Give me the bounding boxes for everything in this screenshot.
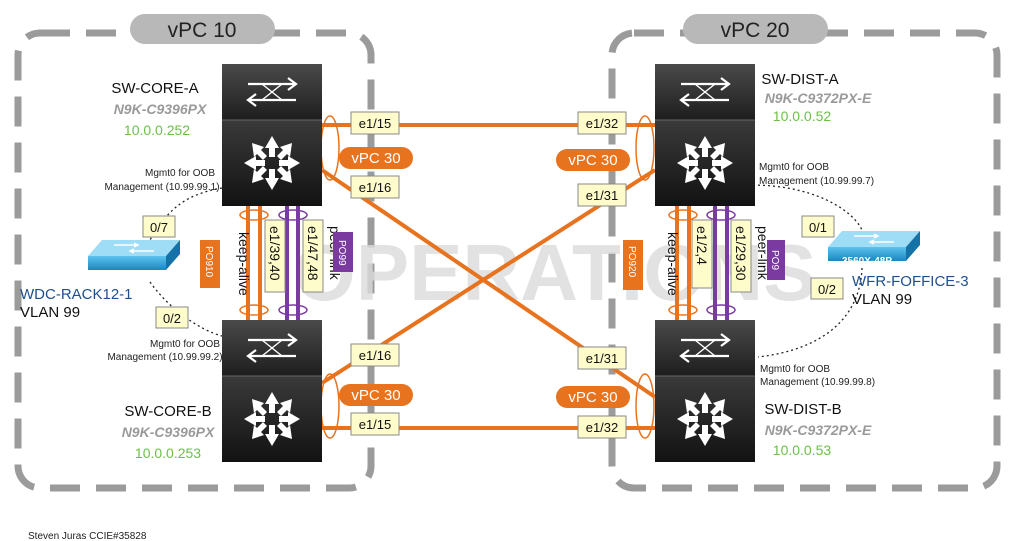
sw-core-a-model: N9K-C9396PX (114, 101, 208, 117)
dist-peer-links (668, 205, 736, 320)
svg-text:e1/15: e1/15 (359, 417, 392, 432)
sw-dist-b-name: SW-DIST-B (764, 401, 841, 418)
oob-left-vlan: VLAN 99 (20, 304, 80, 321)
vpc30-dist-b-pill: vPC 30 (556, 386, 630, 408)
svg-text:keep-alive: keep-alive (236, 232, 252, 296)
port-core-b-e1-16: e1/16 (350, 343, 400, 367)
oob-right-port-bottom: 0/2 (810, 277, 844, 300)
oob-right-port-top: 0/1 (801, 215, 835, 238)
port-core-b-e1-15: e1/15 (350, 412, 400, 436)
svg-text:0/2: 0/2 (163, 311, 181, 326)
svg-text:vPC 30: vPC 30 (351, 150, 400, 167)
svg-text:e1/31: e1/31 (586, 188, 619, 203)
oob-left-model: 3560G-24P (101, 272, 152, 283)
core-po99-badge: PO99 (333, 232, 353, 272)
watermark: OPERATIONS (293, 228, 816, 317)
svg-text:PO9: PO9 (769, 250, 780, 270)
oob-left-port-top: 0/7 (142, 215, 176, 238)
svg-text:0/2: 0/2 (818, 282, 836, 297)
sw-core-a-name: SW-CORE-A (111, 80, 198, 97)
sw-dist-a-model: N9K-C9372PX-E (765, 90, 872, 106)
mgmt-link-dist-b (757, 267, 863, 358)
svg-text:e1/47,48: e1/47,48 (305, 226, 321, 281)
oob-right-vlan: VLAN 99 (852, 291, 912, 308)
svg-text:e1/15: e1/15 (359, 116, 392, 131)
mgmt-core-b-line2: Management (10.99.99.2) (107, 352, 222, 363)
mgmt-link-core-a (149, 187, 223, 241)
mgmt-dist-b-line2: Management (10.99.99.8) (760, 377, 875, 388)
mgmt-core-a-line2: Management (10.99.99.1) (104, 182, 219, 193)
port-core-a-e1-16: e1/16 (350, 175, 400, 199)
port-dist-a-e1-32: e1/32 (577, 111, 627, 135)
core-peerlink-ports: e1/47,48 (302, 219, 324, 293)
vpc10-title: vPC 10 (130, 14, 275, 44)
svg-text:e1/29,30: e1/29,30 (733, 226, 749, 281)
dist-keepalive-ports: e1/2,4 (691, 219, 713, 289)
sw-dist-a-icon (653, 62, 757, 208)
sw-core-b-icon (220, 318, 324, 464)
vpc30-core-a-pill: vPC 30 (339, 147, 413, 169)
oob-left-name: WDC-RACK12-1 (20, 286, 133, 303)
svg-text:PO99: PO99 (336, 240, 347, 266)
oob-right-model: 3560X-48P (842, 256, 892, 267)
mgmt-dist-b-line1: Mgmt0 for OOB (760, 364, 830, 375)
mgmt-dist-a-line1: Mgmt0 for OOB (759, 162, 829, 173)
core-po910-badge: PO910 (200, 240, 220, 288)
sw-dist-b-icon (653, 318, 757, 464)
sw-core-a-ip: 10.0.0.252 (124, 122, 190, 138)
vpc30-dist-a-ellipse (635, 115, 655, 181)
dist-po9-badge: PO9 (767, 240, 785, 280)
mgmt-link-dist-a (732, 184, 863, 231)
svg-text:vPC 20: vPC 20 (721, 19, 790, 42)
vpc20-domain-border (608, 29, 1001, 492)
sw-core-a-icon (220, 62, 324, 208)
core-keepalive-label: keep-alive (236, 232, 252, 296)
dist-keepalive-label: keep-alive (665, 232, 681, 296)
vpc20-title: vPC 20 (683, 14, 828, 44)
dist-po920-badge: PO920 (623, 240, 643, 290)
sw-dist-a-ip: 10.0.0.52 (773, 108, 832, 124)
credit: Steven Juras CCIE#35828 (28, 531, 147, 541)
svg-text:e1/31: e1/31 (586, 351, 619, 366)
mgmt-core-a-line1: Mgmt0 for OOB (145, 168, 215, 179)
port-dist-b-e1-31: e1/31 (577, 346, 627, 370)
svg-text:e1/16: e1/16 (359, 348, 392, 363)
sw-core-b-model: N9K-C9396PX (122, 424, 216, 440)
oob-switch-left-icon (87, 239, 181, 271)
svg-text:e1/32: e1/32 (586, 420, 619, 435)
sw-core-b-ip: 10.0.0.253 (135, 445, 201, 461)
port-dist-a-e1-31: e1/31 (577, 183, 627, 207)
mgmt-core-b-line1: Mgmt0 for OOB (150, 339, 220, 350)
svg-text:e1/2,4: e1/2,4 (694, 226, 710, 265)
sw-core-b-name: SW-CORE-B (124, 403, 211, 420)
svg-text:vPC 30: vPC 30 (351, 387, 400, 404)
sw-dist-a-name: SW-DIST-A (761, 71, 838, 88)
core-keepalive-ports: e1/39,40 (264, 219, 286, 293)
vpc30-dist-a-pill: vPC 30 (556, 149, 630, 171)
svg-text:e1/39,40: e1/39,40 (267, 226, 283, 281)
vpc30-core-b-pill: vPC 30 (339, 384, 413, 406)
sw-dist-b-ip: 10.0.0.53 (773, 442, 832, 458)
mgmt-dist-a-line2: Management (10.99.99.7) (759, 176, 874, 187)
dist-peerlink-ports: e1/29,30 (730, 219, 752, 293)
oob-left-port-bottom: 0/2 (155, 306, 189, 329)
port-dist-b-e1-32: e1/32 (577, 415, 627, 439)
svg-text:vPC 30: vPC 30 (568, 389, 617, 406)
svg-text:PO920: PO920 (626, 246, 637, 278)
svg-text:0/7: 0/7 (150, 220, 168, 235)
oob-right-name: WFR-FOFFICE-3 (852, 273, 969, 290)
core-peer-links (239, 205, 308, 320)
svg-text:vPC 30: vPC 30 (568, 152, 617, 169)
svg-text:keep-alive: keep-alive (665, 232, 681, 296)
svg-text:0/1: 0/1 (809, 220, 827, 235)
svg-text:PO910: PO910 (203, 246, 214, 278)
sw-dist-b-model: N9K-C9372PX-E (765, 422, 872, 438)
svg-text:e1/32: e1/32 (586, 116, 619, 131)
port-core-a-e1-15: e1/15 (350, 111, 400, 135)
svg-text:vPC 10: vPC 10 (168, 19, 237, 42)
vpc30-dist-b-ellipse (635, 373, 655, 439)
svg-text:e1/16: e1/16 (359, 180, 392, 195)
